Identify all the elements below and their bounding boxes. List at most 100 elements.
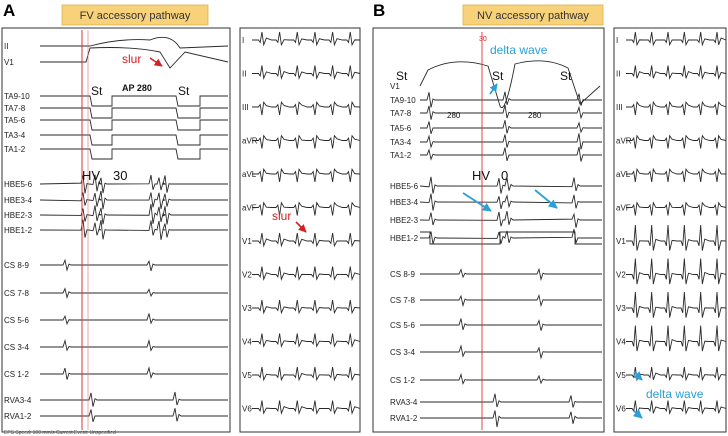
channel-label: HBE2-3 xyxy=(390,216,419,225)
ecg-trace xyxy=(626,201,727,216)
panel-a-stim-label-2: St xyxy=(178,84,190,98)
ecg-trace xyxy=(626,325,727,352)
panel-b-letter: B xyxy=(373,1,385,20)
panel-b-delta-label: delta wave xyxy=(490,43,548,57)
panel-a-hv-value: 30 xyxy=(113,168,127,183)
ecg-trace xyxy=(252,100,361,116)
ecg-trace xyxy=(626,65,727,81)
channel-label: HBE1-2 xyxy=(4,226,33,235)
channel-label: RVA3-4 xyxy=(4,396,32,405)
egm-trace xyxy=(420,91,602,108)
ecg-trace xyxy=(626,400,727,415)
panel-b-title-box xyxy=(462,4,604,26)
ecg-trace xyxy=(626,134,727,149)
panel-b-interval-label-2: 280 xyxy=(528,111,542,120)
channel-label: CS 5-6 xyxy=(4,316,29,325)
egm-trace xyxy=(40,408,228,422)
panel-b-delta-arrow xyxy=(489,83,498,95)
ecg-lead-label: aVR xyxy=(242,137,258,146)
egm-trace xyxy=(420,146,602,162)
egm-trace xyxy=(420,293,602,308)
panel-a: A FV accessory pathway IIV1TA9-10TA7-8TA… xyxy=(1,1,361,436)
ecg-lead-label: II xyxy=(242,70,246,79)
ecg-lead-label: V2 xyxy=(616,271,626,280)
channel-label: TA9-10 xyxy=(390,96,416,105)
panel-a-stim-label-1: St xyxy=(91,84,103,98)
ecg-trace xyxy=(626,31,727,47)
egm-trace xyxy=(420,393,602,408)
egm-trace xyxy=(420,318,602,331)
channel-label: CS 5-6 xyxy=(390,321,415,330)
egm-trace xyxy=(40,95,228,107)
egm-trace xyxy=(40,391,228,407)
channel-label: HBE3-4 xyxy=(4,196,33,205)
channel-label: HBE5-6 xyxy=(390,182,419,191)
panel-a-slur-arrow xyxy=(149,57,163,67)
panel-b-time-marker: 30 xyxy=(479,36,487,43)
egm-trace xyxy=(419,210,602,228)
ecg-lead-label: V3 xyxy=(242,304,252,313)
channel-label: TA3-4 xyxy=(390,138,412,147)
channel-label: HBE5-6 xyxy=(4,180,33,189)
ecg-lead-label: V4 xyxy=(242,338,252,347)
ecg-lead-label: V6 xyxy=(242,405,252,414)
channel-label: CS 8-9 xyxy=(390,270,415,279)
channel-label: TA3-4 xyxy=(4,131,26,140)
channel-label: II xyxy=(4,42,8,51)
egm-trace xyxy=(420,372,602,385)
panel-a-title-box xyxy=(61,4,209,26)
ecg-lead-label: V1 xyxy=(242,237,252,246)
panel-b-stim-label-2: St xyxy=(492,69,504,83)
channel-label: HBE2-3 xyxy=(4,211,33,220)
panel-b-channel-labels: V1TA9-10TA7-8TA5-6TA3-4TA1-2HBE5-6HBE3-4… xyxy=(390,82,419,423)
ecg-trace xyxy=(626,366,727,382)
ecg-trace xyxy=(252,266,361,282)
channel-label: TA7-8 xyxy=(390,109,412,118)
egm-trace xyxy=(40,338,228,352)
panel-b-intracardiac-traces xyxy=(419,60,602,428)
panel-a-ap-label: AP 280 xyxy=(122,83,152,93)
ecg-lead-label: V3 xyxy=(616,304,626,313)
ecg-lead-label: V5 xyxy=(616,371,626,380)
panel-b-ecg-v5-arrow xyxy=(633,371,643,381)
ecg-lead-label: aVF xyxy=(242,204,257,213)
ecg-lead-label: II xyxy=(616,70,620,79)
egm-trace xyxy=(420,231,602,245)
egm-trace xyxy=(40,36,229,49)
channel-label: CS 7-8 xyxy=(390,296,415,305)
channel-label: V1 xyxy=(390,82,400,91)
ecg-lead-label: aVR xyxy=(616,137,632,146)
channel-label: CS 3-4 xyxy=(390,348,415,357)
channel-label: TA1-2 xyxy=(390,151,412,160)
panel-b-ecg-box xyxy=(613,27,727,433)
channel-label: TA1-2 xyxy=(4,145,26,154)
egm-trace xyxy=(40,366,228,380)
ecg-trace xyxy=(252,366,361,382)
panel-a-slur-label: slur xyxy=(122,52,141,66)
egm-trace xyxy=(39,203,228,225)
channel-label: HBE3-4 xyxy=(390,198,419,207)
ecg-trace xyxy=(252,134,361,149)
panel-b-title: NV accessory pathway xyxy=(477,10,589,22)
panel-a-ecg-box xyxy=(239,27,361,433)
egm-trace xyxy=(420,410,602,428)
egm-trace xyxy=(420,344,602,360)
ecg-lead-label: III xyxy=(616,103,623,112)
egm-trace xyxy=(39,174,228,194)
channel-label: V1 xyxy=(4,58,14,67)
egm-trace xyxy=(40,287,228,300)
ecg-trace xyxy=(626,258,727,285)
channel-label: CS 1-2 xyxy=(390,376,415,385)
panel-a-title: FV accessory pathway xyxy=(80,10,191,22)
egm-trace xyxy=(419,60,601,108)
ecg-trace xyxy=(626,100,727,116)
channel-label: RVA3-4 xyxy=(390,398,418,407)
egm-trace xyxy=(40,119,228,131)
panel-b-ecg-v6-arrow xyxy=(632,409,643,419)
ecg-lead-label: V4 xyxy=(616,338,626,347)
ecg-lead-label: III xyxy=(242,103,249,112)
panel-a-footer: EPS Speed: 100 mm/s Current Event: Unspe… xyxy=(4,430,116,436)
panel-b-ecg-delta-label: delta wave xyxy=(646,387,704,401)
panel-a-intracardiac-box xyxy=(1,27,231,433)
channel-label: RVA1-2 xyxy=(4,412,32,421)
